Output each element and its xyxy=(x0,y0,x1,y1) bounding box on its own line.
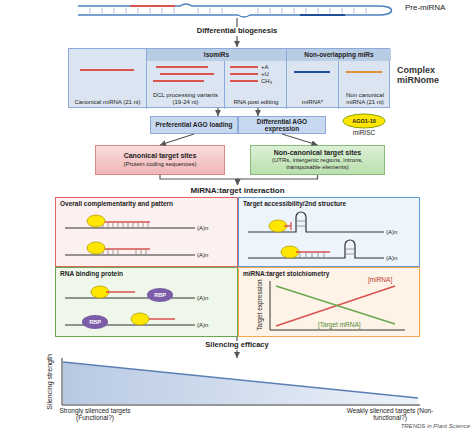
mrna-line xyxy=(65,228,195,255)
mirna-line xyxy=(106,292,175,319)
isomir-column: IsomiRsDCL processing variants (19-24 nt… xyxy=(147,49,287,109)
structure-label: Pre-miRNA xyxy=(405,3,471,12)
ago-box: Differential AGO expression xyxy=(238,116,326,134)
interaction-grid: MiRNA:target interactionOverall compleme… xyxy=(55,185,420,337)
flow-arrow xyxy=(282,134,318,145)
interaction-panel: Overall complementarity and pattern xyxy=(55,197,238,267)
mrna-line xyxy=(65,298,195,325)
ago-ellipse xyxy=(131,313,149,325)
interaction-panel: miRNA:target stoichiometry xyxy=(238,267,420,337)
pairing-ticks xyxy=(103,223,148,255)
mirna-trend xyxy=(276,286,395,326)
editing-cell: RNA post editing xyxy=(225,61,287,109)
flow-arrow xyxy=(160,134,194,145)
pairing-ticks xyxy=(300,253,324,258)
mirnome-box: Complex miRNomeCanonical miRNA (21 nt)Is… xyxy=(68,48,390,108)
star-strand xyxy=(294,71,330,73)
silencing-area xyxy=(63,362,418,404)
node-text: MiRNA:target interaction xyxy=(55,185,420,197)
axis-label: Silencing strength xyxy=(46,347,54,417)
ago-box: Preferential AGO loading xyxy=(150,116,238,134)
step-label: Differential biogenesis xyxy=(177,27,297,36)
step-label: Silencing efficacy xyxy=(177,341,297,350)
mirisc-ellipse: AGO1-10miRISC xyxy=(342,113,386,129)
chart-axes xyxy=(62,358,420,405)
target-site-box: Canonical target sites(Protein coding se… xyxy=(95,145,225,175)
flow-arrow xyxy=(160,175,238,185)
edited-strands xyxy=(230,67,258,81)
ago-ellipse xyxy=(343,114,385,128)
rbp-sketch xyxy=(65,286,195,329)
silencing-line xyxy=(63,362,418,398)
node-text: (Protein coding sequences) xyxy=(96,161,224,168)
stoichiometry-chart xyxy=(270,281,405,330)
node-text: Non-canonical target sites xyxy=(251,149,384,157)
flow-arrow xyxy=(217,108,218,116)
base-pair-ticks xyxy=(90,8,366,14)
mirna-strand xyxy=(130,5,175,7)
node-text: RNA binding protein xyxy=(56,268,237,279)
node-text: Differential AGO expression xyxy=(239,118,325,132)
blocked-bar xyxy=(284,222,291,230)
mir-column: Non-overlapping miRs miRNA*Non canonical … xyxy=(287,49,391,109)
interaction-panel: RNA binding protein xyxy=(55,267,238,337)
node-text: (UTRs, intergenic regions, introns, tran… xyxy=(251,157,384,171)
mirnome-strands xyxy=(80,67,382,81)
node-text: Complex miRNome xyxy=(397,65,467,86)
chart-axes xyxy=(270,281,405,330)
node-text: Non-overlapping miRs xyxy=(287,49,391,61)
flow-arrow xyxy=(236,18,237,47)
node-text: Preferential AGO loading xyxy=(151,121,237,128)
node-text: Target accessibility/2nd structure xyxy=(239,198,419,209)
ago-ellipse xyxy=(281,246,299,258)
pre-mirna-hairpin xyxy=(78,4,392,17)
rbp-ellipse xyxy=(147,288,173,302)
ago-ellipse xyxy=(87,215,105,227)
accessibility-sketch xyxy=(248,212,384,258)
ago-ellipse xyxy=(91,286,109,298)
target-site-box: Non-canonical target sites(UTRs, interge… xyxy=(250,145,385,175)
flow-arrow xyxy=(257,108,258,116)
target-trend xyxy=(276,286,395,324)
node-text: Overall complementarity and pattern xyxy=(56,198,237,209)
source-credit: TRENDS in Plant Science xyxy=(344,423,470,430)
flow-arrow xyxy=(236,337,237,358)
variant-strands xyxy=(153,67,214,81)
node-text: DCL processing variants (19-24 nt) xyxy=(147,92,224,109)
complementarity-sketch xyxy=(65,215,195,255)
node-text: AGO1-10 xyxy=(342,113,386,129)
node-text: miRNA:target stoichiometry xyxy=(239,268,419,279)
axis-category: Strongly silenced targets (Functional?) xyxy=(45,407,145,422)
mirna-line xyxy=(100,222,150,249)
ago-ellipse xyxy=(87,242,105,254)
canonical-strand xyxy=(80,69,134,71)
stem-ticks xyxy=(297,221,354,254)
interaction-panel: Target accessibility/2nd structure xyxy=(238,197,420,267)
silencing-chart xyxy=(62,358,420,405)
flow-arrow xyxy=(238,175,318,185)
variant-cell: DCL processing variants (19-24 nt) xyxy=(147,61,225,109)
node-text: RNA post editing xyxy=(225,99,287,109)
hairpin-strand xyxy=(78,4,392,17)
mrna-line xyxy=(248,212,384,258)
node-text: IsomiRs xyxy=(147,49,286,61)
mirna-line xyxy=(296,251,330,253)
node-text: Canonical target sites xyxy=(96,152,224,160)
axis-category: Weakly silenced targets (Non-functional?… xyxy=(335,407,445,422)
mirna-star-strand xyxy=(300,14,345,16)
node-text: Non canonical miRNA (21 nt) xyxy=(339,92,391,109)
node-text: miRISC xyxy=(332,129,396,137)
ago-ellipse xyxy=(269,220,287,232)
noncanonical-strand xyxy=(346,71,382,73)
rbp-ellipse xyxy=(82,315,108,329)
mirna-star-cell: miRNA* xyxy=(287,61,339,109)
noncanonical-cell: Non canonical miRNA (21 nt) xyxy=(339,61,391,109)
node-text: Canonical miRNA (21 nt) xyxy=(69,99,146,109)
mirna-cell: Canonical miRNA (21 nt) xyxy=(69,49,147,109)
node-text: miRNA* xyxy=(287,99,338,109)
